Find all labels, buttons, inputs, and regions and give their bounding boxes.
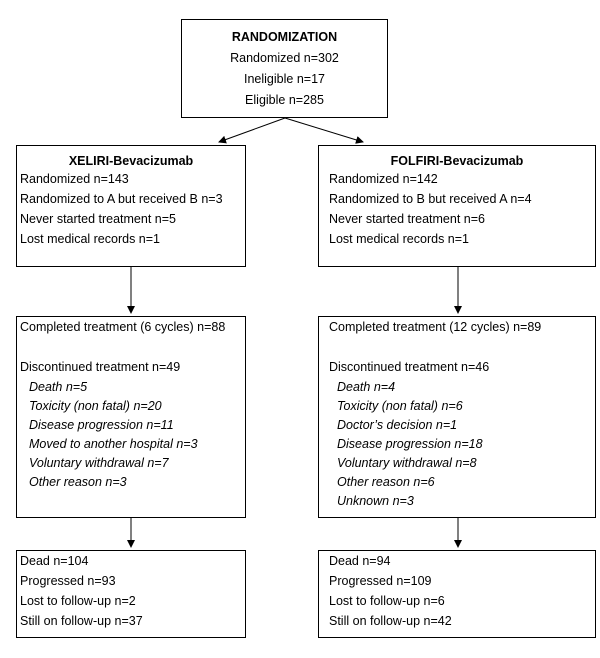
left-outcome-box: Dead n=104 Progressed n=93 Lost to follo… [16,550,246,638]
right-arm-box: FOLFIRI-Bevacizumab Randomized n=142 Ran… [318,145,596,267]
right-reason-item: Voluntary withdrawal n=8 [337,456,477,470]
left-arm-never-started: Never started treatment n=5 [20,212,176,226]
randomization-title: RANDOMIZATION [231,30,338,44]
left-reason-item: Death n=5 [29,380,88,394]
left-reason-item: Voluntary withdrawal n=7 [29,456,169,470]
left-still-followup: Still on follow-up n=37 [20,614,143,628]
ineligible-count: Ineligible n=17 [244,72,325,86]
right-reason-item: Other reason n=6 [337,475,435,489]
randomized-count: Randomized n=302 [230,51,339,65]
left-reason-item: Disease progression n=11 [29,418,174,432]
right-arm-randomized: Randomized n=142 [329,172,438,186]
right-reason-item: Disease progression n=18 [337,437,483,451]
left-arm-box: XELIRI-Bevacizumab Randomized n=143 Rand… [16,145,246,267]
eligible-count: Eligible n=285 [245,93,324,107]
right-arm-crossover: Randomized to B but received A n=4 [329,192,532,206]
left-reason-item: Toxicity (non fatal) n=20 [29,399,162,413]
arrow-to-right-arm [284,117,364,144]
right-completed: Completed treatment (12 cycles) n=89 [329,320,542,334]
right-dead: Dead n=94 [329,554,391,568]
left-reason-item: Other reason n=3 [29,475,127,489]
right-reason-item: Doctor’s decision n=1 [337,418,458,432]
right-reason-item: Death n=4 [337,380,396,394]
right-arm-lost-records: Lost medical records n=1 [329,232,470,246]
right-lost-followup: Lost to follow-up n=6 [329,594,445,608]
left-dead: Dead n=104 [20,554,89,568]
left-progressed: Progressed n=93 [20,574,116,588]
right-treatment-box: Completed treatment (12 cycles) n=89 Dis… [318,316,596,518]
left-discontinued: Discontinued treatment n=49 [20,360,181,374]
right-arm-never-started: Never started treatment n=6 [329,212,485,226]
left-arm-title: XELIRI-Bevacizumab [68,154,194,168]
left-lost-followup: Lost to follow-up n=2 [20,594,136,608]
right-progressed: Progressed n=109 [329,574,432,588]
right-outcome-box: Dead n=94 Progressed n=109 Lost to follo… [318,550,596,638]
right-reason-item: Unknown n=3 [337,494,414,508]
right-arm-title: FOLFIRI-Bevacizumab [390,154,524,168]
left-treatment-box: Completed treatment (6 cycles) n=88 Disc… [16,316,246,518]
arrow-to-left-arm [218,117,286,144]
left-completed: Completed treatment (6 cycles) n=88 [20,320,226,334]
left-arm-randomized: Randomized n=143 [20,172,129,186]
randomization-box: RANDOMIZATION Randomized n=302 Ineligibl… [181,19,388,118]
right-reason-item: Toxicity (non fatal) n=6 [337,399,463,413]
right-discontinued: Discontinued treatment n=46 [329,360,490,374]
left-reason-item: Moved to another hospital n=3 [29,437,198,451]
left-arm-crossover: Randomized to A but received B n=3 [20,192,223,206]
right-still-followup: Still on follow-up n=42 [329,614,452,628]
left-arm-lost-records: Lost medical records n=1 [20,232,161,246]
